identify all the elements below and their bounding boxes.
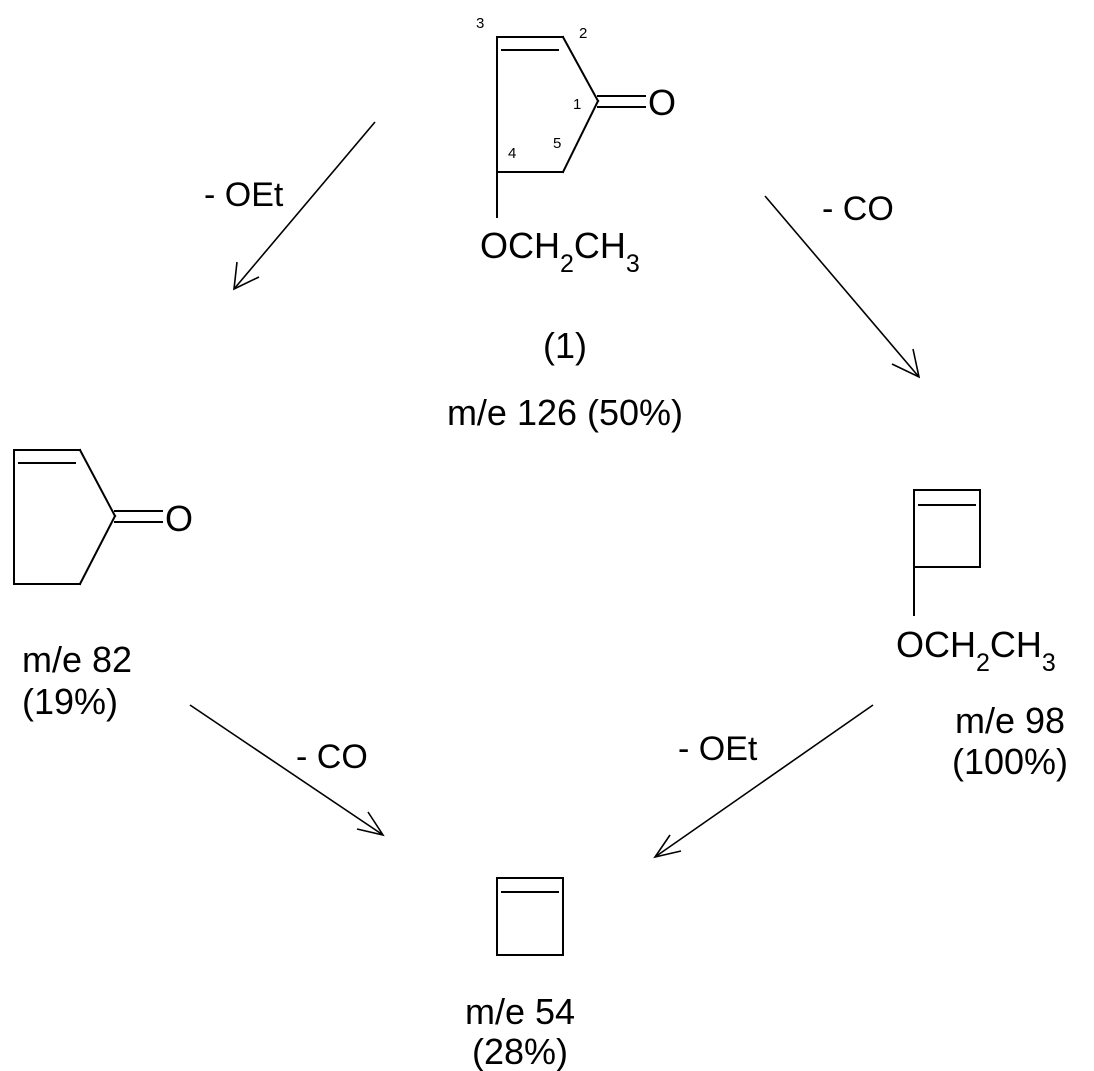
- arrow-label-loss-oet: - OEt: [204, 176, 284, 214]
- molecule-1: O 1 2 3 4 5 OCH2CH3 (1) m/e 126 (50%): [447, 15, 683, 433]
- arrow-top-left: - OEt: [204, 121, 376, 291]
- bond-c1-c5: [561, 99, 600, 174]
- fragment-98: OCH2CH3 m/e 98 (100%): [896, 489, 1068, 782]
- arrow-shaft: [764, 195, 920, 378]
- carbonyl-oxygen: O: [648, 82, 676, 123]
- atom-number-3: 3: [476, 15, 484, 32]
- compound-number: (1): [543, 325, 587, 366]
- mass-126: m/e 126 (50%): [447, 392, 683, 433]
- ethoxy-group: OCH2CH3: [896, 624, 1056, 677]
- cyclobutene-ring: [496, 877, 564, 956]
- fragment-54: m/e 54 (28%): [465, 877, 575, 1071]
- ethoxy-group: OCH2CH3: [480, 225, 640, 278]
- carbonyl-oxygen: O: [165, 498, 193, 539]
- arrow-head: [356, 811, 385, 837]
- arrow-label-loss-co: - CO: [822, 190, 894, 228]
- fragment-82: O m/e 82 (19%): [13, 448, 193, 722]
- arrow-shaft: [189, 704, 384, 836]
- arrow-shaft: [233, 121, 376, 290]
- atom-number-1: 1: [573, 96, 581, 113]
- mass-98: m/e 98: [955, 700, 1065, 741]
- arrow-bottom-right: - OEt: [653, 704, 874, 859]
- mass-82: m/e 82: [22, 639, 132, 680]
- arrow-label-loss-oet: - OEt: [678, 730, 758, 768]
- arrow-label-loss-co: - CO: [296, 738, 368, 776]
- mass-54: m/e 54: [465, 991, 575, 1032]
- arrow-head: [233, 261, 260, 291]
- arrow-head: [891, 348, 921, 379]
- abundance-19: (19%): [22, 681, 118, 722]
- abundance-100: (100%): [952, 741, 1068, 782]
- arrow-head: [653, 834, 682, 859]
- arrow-top-right: - CO: [764, 190, 921, 379]
- atom-number-5: 5: [553, 135, 561, 152]
- atom-number-2: 2: [579, 25, 587, 42]
- bond-to-carbonyl: [78, 448, 117, 518]
- abundance-28: (28%): [472, 1031, 568, 1071]
- arrow-bottom-left: - CO: [189, 704, 385, 837]
- arrow-shaft: [654, 704, 874, 858]
- bond-c2-c1: [561, 35, 600, 103]
- cyclobutene-ring: [913, 489, 981, 568]
- atom-number-4: 4: [508, 145, 516, 162]
- bond-carbonyl-down: [78, 514, 117, 586]
